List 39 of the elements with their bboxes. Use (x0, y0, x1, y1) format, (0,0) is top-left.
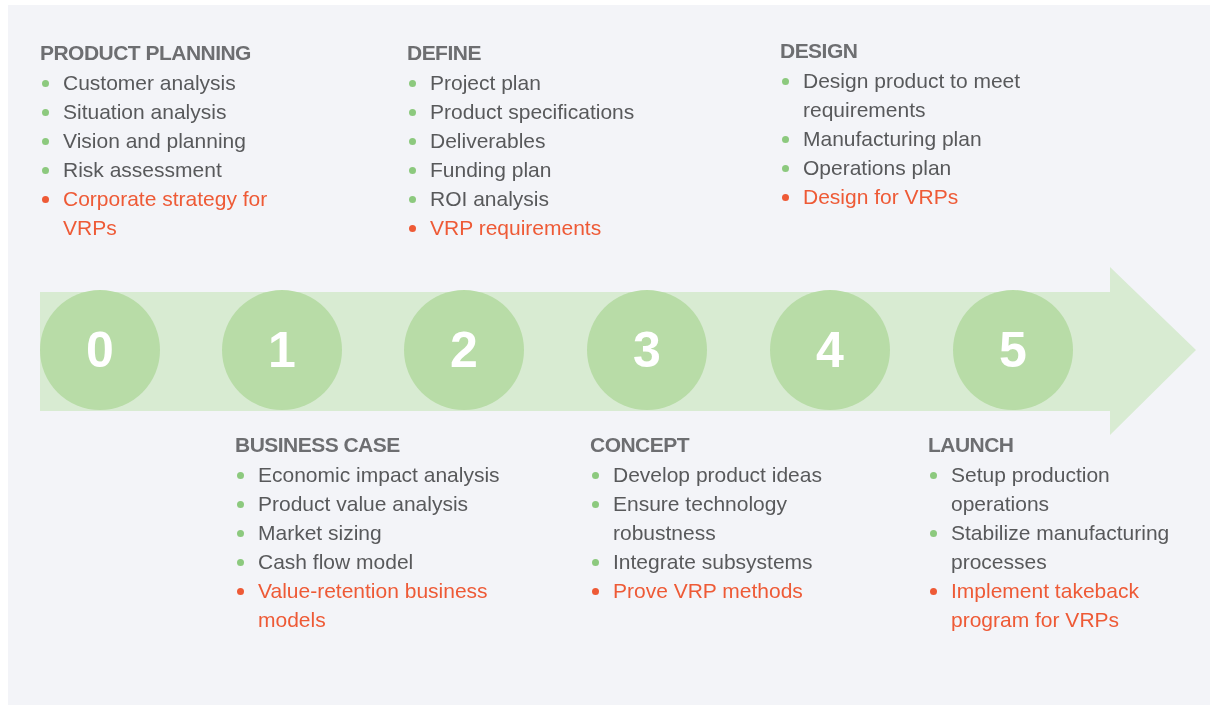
bullet-item: Implement takeback program for VRPs (951, 578, 1140, 633)
bullet-item: Product specifications (430, 99, 635, 125)
step-number: 4 (816, 325, 844, 375)
bullet-item: Project plan (430, 70, 541, 96)
bullet-item: Risk assessment (63, 157, 222, 183)
bullet-item: Prove VRP methods (613, 578, 803, 604)
phase-heading: DESIGN (780, 38, 859, 64)
bullet-item: Manufacturing plan (803, 126, 982, 152)
bullet-item: Situation analysis (63, 99, 227, 125)
step-number: 5 (999, 325, 1027, 375)
phase-heading: CONCEPT (590, 432, 691, 458)
bullet-item: Product value analysis (258, 491, 469, 517)
bullet-item: Cash flow model (258, 549, 414, 575)
bullet-item: Market sizing (258, 520, 382, 546)
bullet-item: VRP requirements (430, 215, 602, 241)
bullet-item: Develop product ideas (613, 462, 822, 488)
bullet-item: Design for VRPs (803, 184, 959, 210)
bullet-item: Funding plan (430, 157, 552, 183)
bullet-item: ROI analysis (430, 186, 550, 212)
step-number: 1 (268, 325, 296, 375)
step-number: 0 (86, 325, 114, 375)
phase-heading: DEFINE (407, 40, 482, 66)
bullet-item: Deliverables (430, 128, 546, 154)
phase-heading: BUSINESS CASE (235, 432, 401, 458)
bullet-item: Economic impact analysis (258, 462, 500, 488)
bullet-item: Corporate strategy for VRPs (63, 186, 269, 241)
step-number: 3 (633, 325, 661, 375)
bullet-item: Vision and planning (63, 128, 246, 154)
bullet-item: Customer analysis (63, 70, 236, 96)
step-number: 2 (450, 325, 478, 375)
bullet-item: Setup production operations (951, 462, 1111, 517)
phase-heading: PRODUCT PLANNING (40, 40, 252, 66)
bullet-item: Design product to meet requirements (803, 68, 1022, 123)
bullet-item: Value-retention business models (258, 578, 489, 633)
bullet-item: Stabilize manufacturing processes (951, 520, 1171, 575)
bullet-item: Ensure technology robustness (613, 491, 788, 546)
bullet-item: Operations plan (803, 155, 952, 181)
bullet-item: Integrate subsystems (613, 549, 813, 575)
phase-heading: LAUNCH (928, 432, 1015, 458)
